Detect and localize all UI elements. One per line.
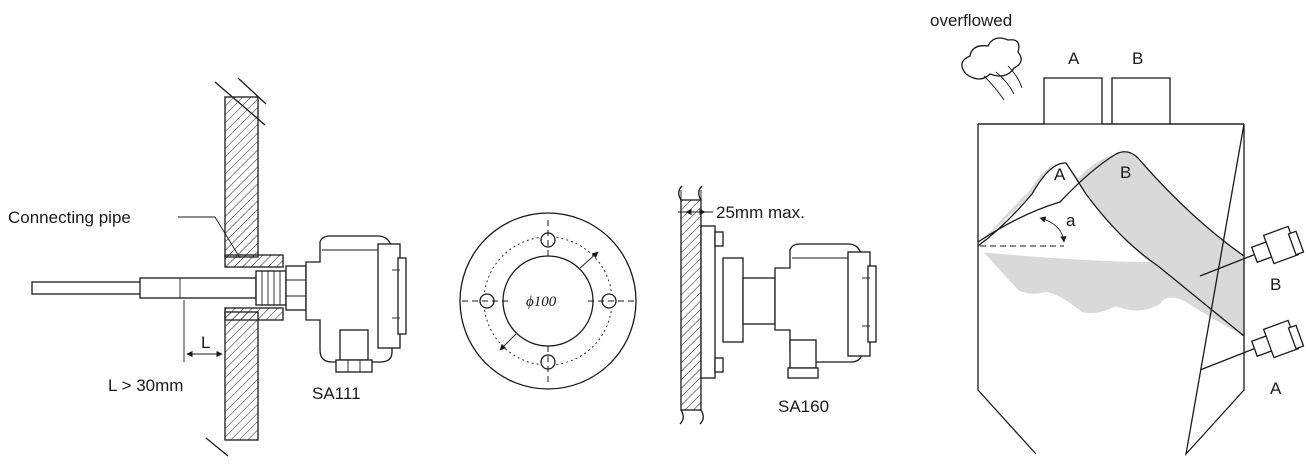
nozzle-a xyxy=(1043,77,1103,124)
overflow-cloud-icon xyxy=(961,37,1022,80)
overflowed-label: overflowed xyxy=(930,11,1012,30)
wall-section-hatched xyxy=(680,199,702,411)
peak-a-label: A xyxy=(1054,165,1066,184)
sa160-installation: 25mm max. SA160 xyxy=(678,185,877,425)
sensor-b: B xyxy=(1199,225,1305,294)
sensor-a: A xyxy=(1199,319,1305,398)
leader-line xyxy=(214,216,241,259)
sa111-installation: L Connecting pipe L > 30mm SA111 xyxy=(8,77,407,457)
nozzle-b xyxy=(1111,77,1171,124)
diameter-label: ϕ100 xyxy=(526,294,557,310)
dimension-L-label: L xyxy=(201,333,210,352)
connecting-pipe-label: Connecting pipe xyxy=(8,208,131,227)
model-sa111-label: SA111 xyxy=(312,384,361,403)
nozzle-b-label: B xyxy=(1132,49,1143,68)
max-thickness-label: 25mm max. xyxy=(716,203,805,222)
dimension-L: L xyxy=(183,300,223,362)
sensor-b-label: B xyxy=(1270,275,1281,294)
heap-outline-b xyxy=(977,151,1245,257)
flange-front-view: ϕ100 xyxy=(459,212,637,390)
sa111-housing xyxy=(305,235,407,373)
sensor-a-label: A xyxy=(1270,379,1282,398)
peak-b-label: B xyxy=(1120,163,1131,182)
tank-wall-hatched xyxy=(205,77,284,457)
nozzle-a-label: A xyxy=(1068,49,1080,68)
length-condition-label: L > 30mm xyxy=(108,376,183,395)
angle-label: a xyxy=(1066,211,1076,230)
model-sa160-label: SA160 xyxy=(778,397,829,416)
angle-arc xyxy=(1039,216,1067,243)
sa111-shaft xyxy=(31,265,307,311)
silo-diagram: A B overflowed A B a B A xyxy=(930,11,1305,457)
heap-outline-a xyxy=(977,162,1245,337)
